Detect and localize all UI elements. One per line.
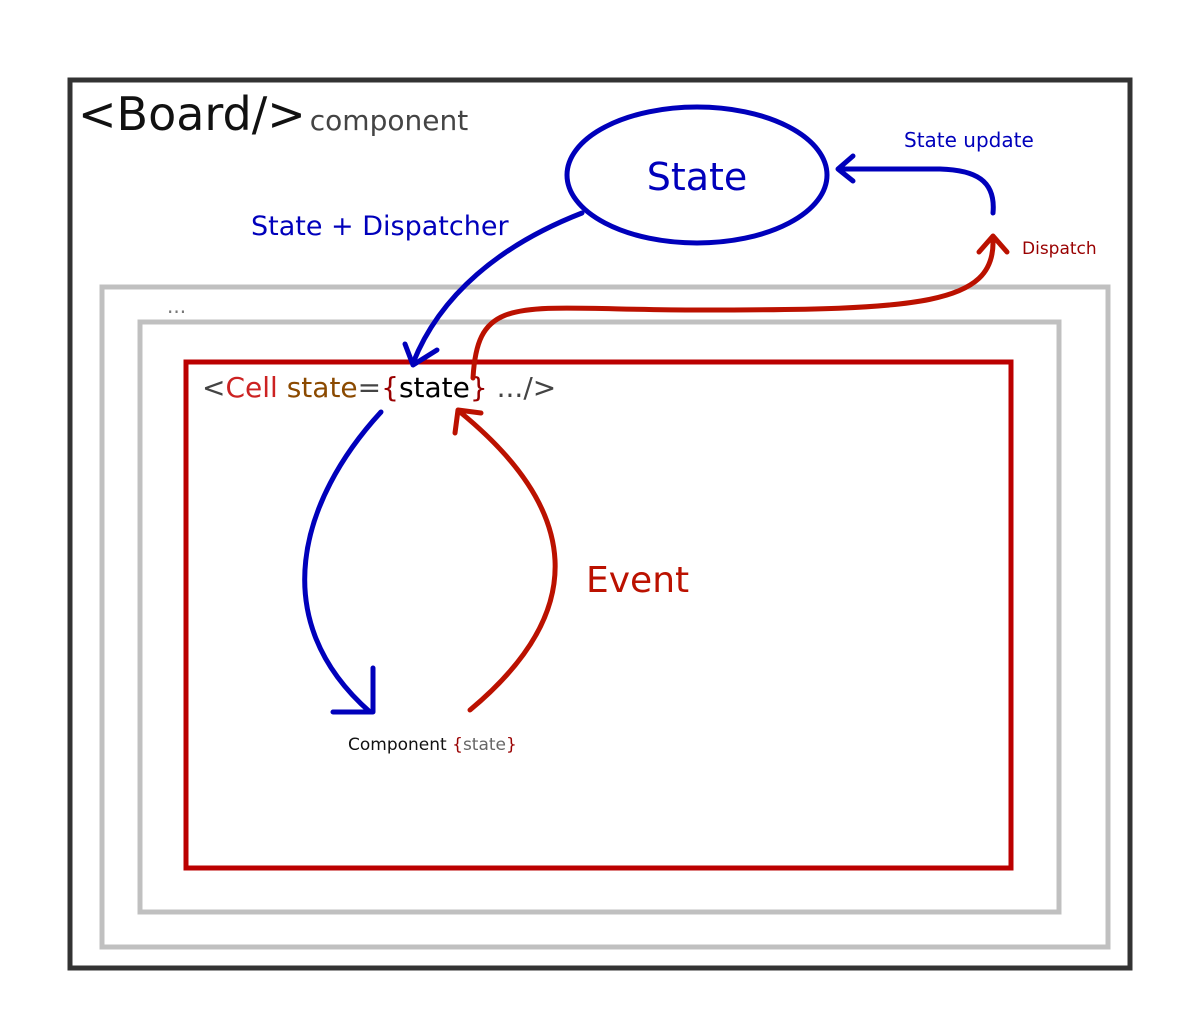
component-to-cell-arrow	[457, 409, 558, 713]
event-label: Event	[586, 560, 689, 601]
nesting-frame-inner	[137, 319, 1062, 915]
state-dispatcher-label: State + Dispatcher	[251, 211, 509, 242]
state-node-label: State	[647, 155, 748, 199]
cell-to-component-arrow	[302, 409, 384, 715]
state-to-cell-arrowhead	[402, 341, 440, 368]
state-node	[564, 104, 830, 246]
cell-code: <Cell state={state} .../>	[202, 371, 556, 404]
board-title: <Board/>component	[78, 87, 468, 141]
cell-to-dispatch-arrow	[470, 237, 996, 381]
state-update-label: State update	[904, 128, 1034, 152]
cell-name: Cell	[225, 371, 277, 404]
component-label: Component {state}	[348, 735, 517, 755]
board-frame	[67, 77, 1133, 971]
board-suffix: component	[310, 104, 468, 137]
state-to-cell-arrow	[410, 210, 585, 366]
cell-to-dispatch-arrowhead	[976, 233, 1010, 255]
state-update-arrow	[837, 166, 996, 216]
cell-frame	[183, 359, 1014, 871]
cell-value: state	[399, 371, 470, 404]
cell-to-component-arrowhead	[330, 665, 376, 715]
component-to-cell-arrowhead	[452, 407, 484, 436]
dispatch-label: Dispatch	[1022, 239, 1097, 259]
nesting-frame-outer	[99, 284, 1111, 950]
nesting-ellipsis: ...	[167, 294, 186, 318]
state-update-arrowhead	[835, 153, 856, 184]
cell-attr: state	[287, 371, 358, 404]
